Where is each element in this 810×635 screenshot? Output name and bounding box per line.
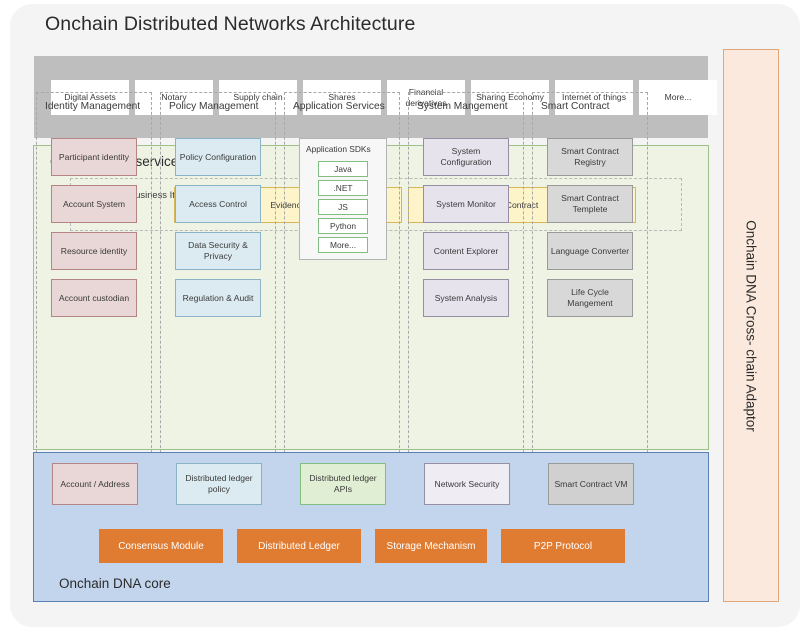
application-chip-row: Digital Assets Notary Supply chain Share… <box>51 80 717 115</box>
core-box[interactable]: Account / Address <box>52 463 138 505</box>
service-box[interactable]: Smart Contract Templete <box>547 185 633 223</box>
column-system-management: System Mangement System Configuration Sy… <box>408 92 524 468</box>
cross-chain-adaptor-panel: Onchain DNA Cross- chain Adaptor <box>723 49 779 602</box>
column-title: System Mangement <box>417 101 508 112</box>
application-sdks-panel: Application SDKs Java .NET JS Python Mor… <box>299 138 387 260</box>
service-box[interactable]: Participant identity <box>51 138 137 176</box>
application-chip[interactable]: Financial derivatives <box>387 80 465 115</box>
service-box[interactable]: Life Cycle Mangement <box>547 279 633 317</box>
service-box[interactable]: System Configuration <box>423 138 509 176</box>
core-panel-title: Onchain DNA core <box>59 576 171 591</box>
service-box[interactable]: Data Security & Privacy <box>175 232 261 270</box>
sdk-chip[interactable]: .NET <box>318 180 368 196</box>
core-module[interactable]: Consensus Module <box>99 529 223 563</box>
column-title: Smart Contract <box>541 101 610 112</box>
core-module[interactable]: Distributed Ledger <box>237 529 361 563</box>
column-box-stack: Policy Configuration Access Control Data… <box>161 138 275 317</box>
column-policy-management: Policy Management Policy Configuration A… <box>160 92 276 468</box>
column-box-stack: System Configuration System Monitor Cont… <box>409 138 523 317</box>
core-cell: Account / Address <box>37 463 153 505</box>
core-box[interactable]: Network Security <box>424 463 510 505</box>
cross-chain-adaptor-label: Onchain DNA Cross- chain Adaptor <box>743 219 759 432</box>
application-chip[interactable]: Digital Assets <box>51 80 129 115</box>
application-band: Digital Assets Notary Supply chain Share… <box>34 56 717 138</box>
application-chip[interactable]: Internet of things <box>555 80 633 115</box>
core-module[interactable]: Storage Mechanism <box>375 529 487 563</box>
column-box-stack: Smart Contract Registry Smart Contract T… <box>533 138 647 317</box>
service-box[interactable]: System Analysis <box>423 279 509 317</box>
application-chip[interactable]: Notary <box>135 80 213 115</box>
application-chip[interactable]: Shares <box>303 80 381 115</box>
core-panel: Account / Address Distributed ledger pol… <box>33 452 709 602</box>
service-box[interactable]: System Monitor <box>423 185 509 223</box>
core-module-row: Consensus Module Distributed Ledger Stor… <box>99 529 625 563</box>
column-title: Application Services <box>293 101 385 112</box>
column-title: Identity Management <box>45 101 141 112</box>
service-box[interactable]: Policy Configuration <box>175 138 261 176</box>
service-box[interactable]: Resource identity <box>51 232 137 270</box>
core-cell: Smart Contract VM <box>533 463 649 505</box>
service-box[interactable]: Account custodian <box>51 279 137 317</box>
sdk-chip[interactable]: More... <box>318 237 368 253</box>
sdk-chip[interactable]: JS <box>318 199 368 215</box>
column-box-stack: Participant identity Account System Reso… <box>37 138 151 317</box>
core-component-row: Account / Address Distributed ledger pol… <box>37 463 649 505</box>
core-cell: Distributed ledger APIs <box>285 463 401 505</box>
core-cell: Network Security <box>409 463 525 505</box>
service-box[interactable]: Access Control <box>175 185 261 223</box>
column-identity-management: Identity Management Participant identity… <box>36 92 152 468</box>
column-smart-contract: Smart Contract Smart Contract Registry S… <box>532 92 648 468</box>
application-chip[interactable]: More... <box>639 80 717 115</box>
service-box[interactable]: Smart Contract Registry <box>547 138 633 176</box>
column-application-services: Application Services Application SDKs Ja… <box>284 92 400 468</box>
core-module[interactable]: P2P Protocol <box>501 529 625 563</box>
core-box[interactable]: Smart Contract VM <box>548 463 634 505</box>
page-title: Onchain Distributed Networks Architectur… <box>45 13 416 35</box>
application-chip[interactable]: Sharing Economy <box>471 80 549 115</box>
service-box[interactable]: Regulation & Audit <box>175 279 261 317</box>
sdk-chip[interactable]: Java <box>318 161 368 177</box>
core-cell: Distributed ledger policy <box>161 463 277 505</box>
core-box[interactable]: Distributed ledger APIs <box>300 463 386 505</box>
service-box[interactable]: Content Explorer <box>423 232 509 270</box>
service-box[interactable]: Account System <box>51 185 137 223</box>
application-sdks-list: Java .NET JS Python More... <box>300 161 386 253</box>
application-sdks-title: Application SDKs <box>306 144 371 154</box>
sdk-chip[interactable]: Python <box>318 218 368 234</box>
service-columns: Identity Management Participant identity… <box>36 92 648 468</box>
column-title: Policy Management <box>169 101 259 112</box>
core-box[interactable]: Distributed ledger policy <box>176 463 262 505</box>
service-box[interactable]: Language Converter <box>547 232 633 270</box>
